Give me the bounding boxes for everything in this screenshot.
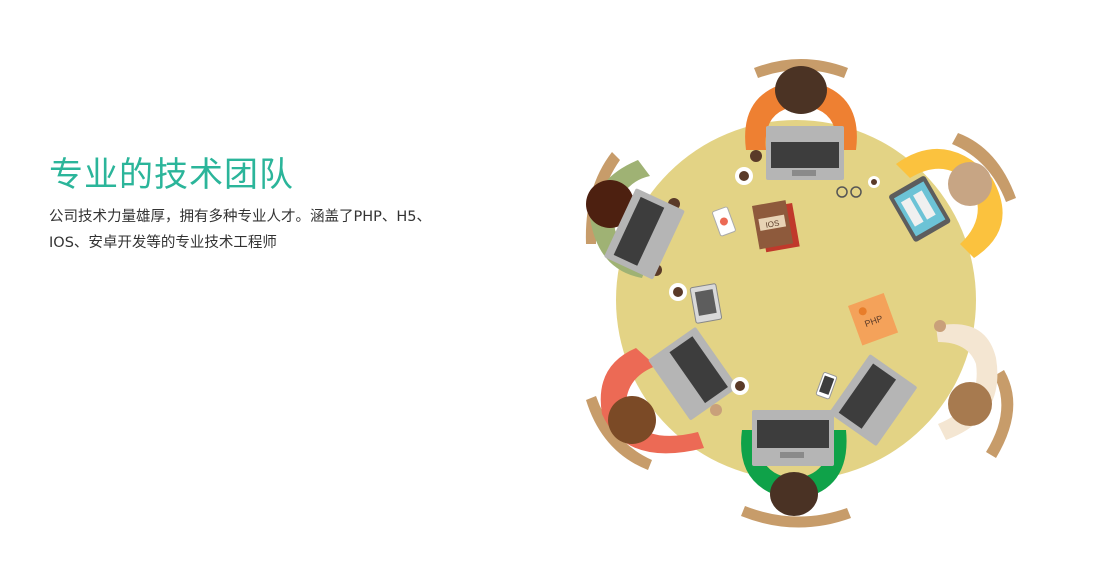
person-yellow (896, 148, 1003, 258)
laptop-top (766, 126, 844, 180)
php-book: PHP (848, 293, 899, 346)
chair-bottom (741, 506, 851, 528)
chair-top-right (952, 133, 1016, 202)
coffee-cup-top (735, 167, 753, 185)
ios-book: IOS (752, 200, 800, 253)
person-red (600, 348, 722, 454)
description-line-1: 公司技术力量雄厚，拥有多种专业人才。涵盖了PHP、H5、 (49, 209, 432, 225)
glasses (836, 186, 862, 198)
ios-book-label: IOS (765, 219, 780, 230)
team-intro: 专业的技术团队 公司技术力量雄厚，拥有多种专业人才。涵盖了PHP、H5、 IOS… (49, 152, 489, 256)
tablet-left (689, 283, 723, 324)
laptop-right (829, 354, 917, 446)
coffee-cup-bottom (731, 377, 749, 395)
team-meeting-illustration: IOS PHP (566, 48, 1046, 538)
laptop-bottom-left (648, 327, 738, 420)
phone-bottom-right (815, 372, 838, 400)
tablet-top-right (889, 176, 951, 242)
description-line-2: IOS、安卓开发等的专业技术工程师 (49, 235, 277, 251)
laptop-left (604, 188, 685, 280)
person-sage (586, 160, 680, 278)
section-title: 专业的技术团队 (49, 155, 294, 195)
coffee-cup-left (669, 283, 687, 301)
coffee-cup-right (868, 176, 880, 188)
section-description: 公司技术力量雄厚，拥有多种专业人才。涵盖了PHP、H5、 IOS、安卓开发等的专… (49, 204, 489, 256)
laptop-bottom (752, 410, 834, 466)
chair-right (986, 370, 1014, 458)
phone-with-chart (712, 206, 736, 237)
meeting-table-illustration: IOS PHP (585, 59, 1016, 528)
